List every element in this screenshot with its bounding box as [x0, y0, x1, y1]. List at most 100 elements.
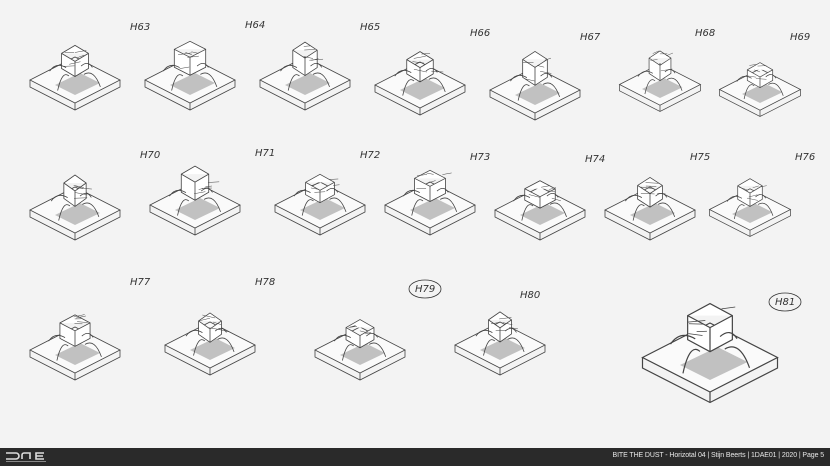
hatch [314, 191, 326, 193]
sketch-h81 [641, 302, 779, 404]
leg [193, 339, 206, 356]
leg [411, 199, 424, 216]
leg [84, 342, 102, 358]
hatch [748, 194, 758, 198]
leg [196, 62, 209, 68]
hatch [74, 50, 87, 53]
machine-body [59, 314, 91, 347]
sketch-label: H81 [775, 297, 795, 308]
leg [667, 77, 683, 91]
leg [765, 74, 777, 79]
hatch [431, 70, 444, 73]
footer-bar: BITE THE DUST - Horizotal 04 | Stijn Bee… [0, 448, 830, 466]
base-side [709, 209, 791, 237]
base-side [274, 205, 366, 236]
hatch [303, 45, 311, 47]
sketch-label: H75 [690, 152, 710, 163]
leg [724, 346, 751, 369]
leg [58, 204, 71, 221]
sketch-h66 [374, 51, 466, 116]
leg [329, 197, 347, 213]
leg [394, 69, 412, 77]
machine-body [524, 180, 556, 209]
hatch [309, 58, 324, 61]
hatch [413, 68, 427, 73]
hatch [350, 326, 358, 328]
base-side [604, 210, 696, 241]
hatch [442, 172, 452, 175]
shadow [630, 203, 675, 225]
sketch-label: H66 [470, 28, 490, 39]
shadow [300, 198, 345, 220]
hatch [178, 52, 192, 55]
shadow [410, 198, 455, 220]
hatch [640, 186, 654, 189]
leg [312, 72, 330, 88]
hatch [746, 197, 758, 201]
hatch [78, 187, 92, 190]
sketch-h70 [29, 174, 121, 241]
shadow [680, 347, 748, 380]
shadow [175, 198, 220, 220]
leg [49, 64, 67, 72]
label-circle [768, 292, 802, 312]
hatch [310, 187, 319, 190]
leg [214, 327, 227, 333]
machine-body [648, 50, 672, 82]
sketch-h65 [259, 41, 351, 111]
hatch [490, 321, 501, 325]
leg [542, 82, 561, 98]
hatch [544, 57, 552, 61]
leg [733, 204, 745, 220]
hatch [759, 185, 767, 188]
sketch-label: H70 [140, 150, 160, 161]
machine-body [414, 169, 446, 202]
footer-caption: BITE THE DUST - Horizotal 04 | Stijn Bee… [612, 452, 825, 459]
hatch [652, 50, 659, 54]
machine-body [687, 302, 733, 353]
hatch [524, 78, 535, 82]
machine-body [746, 62, 774, 89]
sketch-label: H72 [360, 150, 380, 161]
shadow [520, 203, 565, 225]
leg [83, 72, 101, 88]
machine-body [180, 165, 210, 201]
leg [217, 337, 235, 353]
shadow [742, 83, 783, 103]
leg [624, 194, 643, 202]
hatch [311, 182, 320, 186]
hatch [194, 191, 206, 194]
hatch [63, 65, 75, 67]
label-circle [408, 279, 442, 299]
base-side [619, 84, 701, 112]
leg [79, 192, 92, 198]
hatch [73, 314, 85, 318]
hatch [74, 192, 88, 196]
sketch-label: H63 [130, 22, 150, 33]
shadow [190, 338, 235, 360]
leg [402, 189, 420, 197]
hatch [69, 61, 81, 65]
base-side [259, 80, 351, 111]
leg [632, 204, 645, 221]
sketch-label: H73 [470, 152, 490, 163]
hatch [540, 71, 552, 74]
sketch-h73 [384, 169, 476, 236]
leg [657, 202, 676, 218]
shadow [480, 338, 525, 360]
leg [56, 344, 69, 361]
hatch [547, 190, 555, 192]
base-side [29, 210, 121, 241]
sketch-h72 [274, 173, 366, 236]
hatch [666, 52, 674, 56]
shadow [642, 78, 683, 98]
leg [637, 70, 653, 77]
leg [513, 194, 531, 202]
leg [664, 69, 676, 74]
sketch-label: H79 [415, 284, 435, 295]
hatch [528, 194, 540, 198]
hatch [738, 186, 747, 190]
sketch-h79 [314, 319, 406, 381]
hatch [348, 325, 356, 328]
